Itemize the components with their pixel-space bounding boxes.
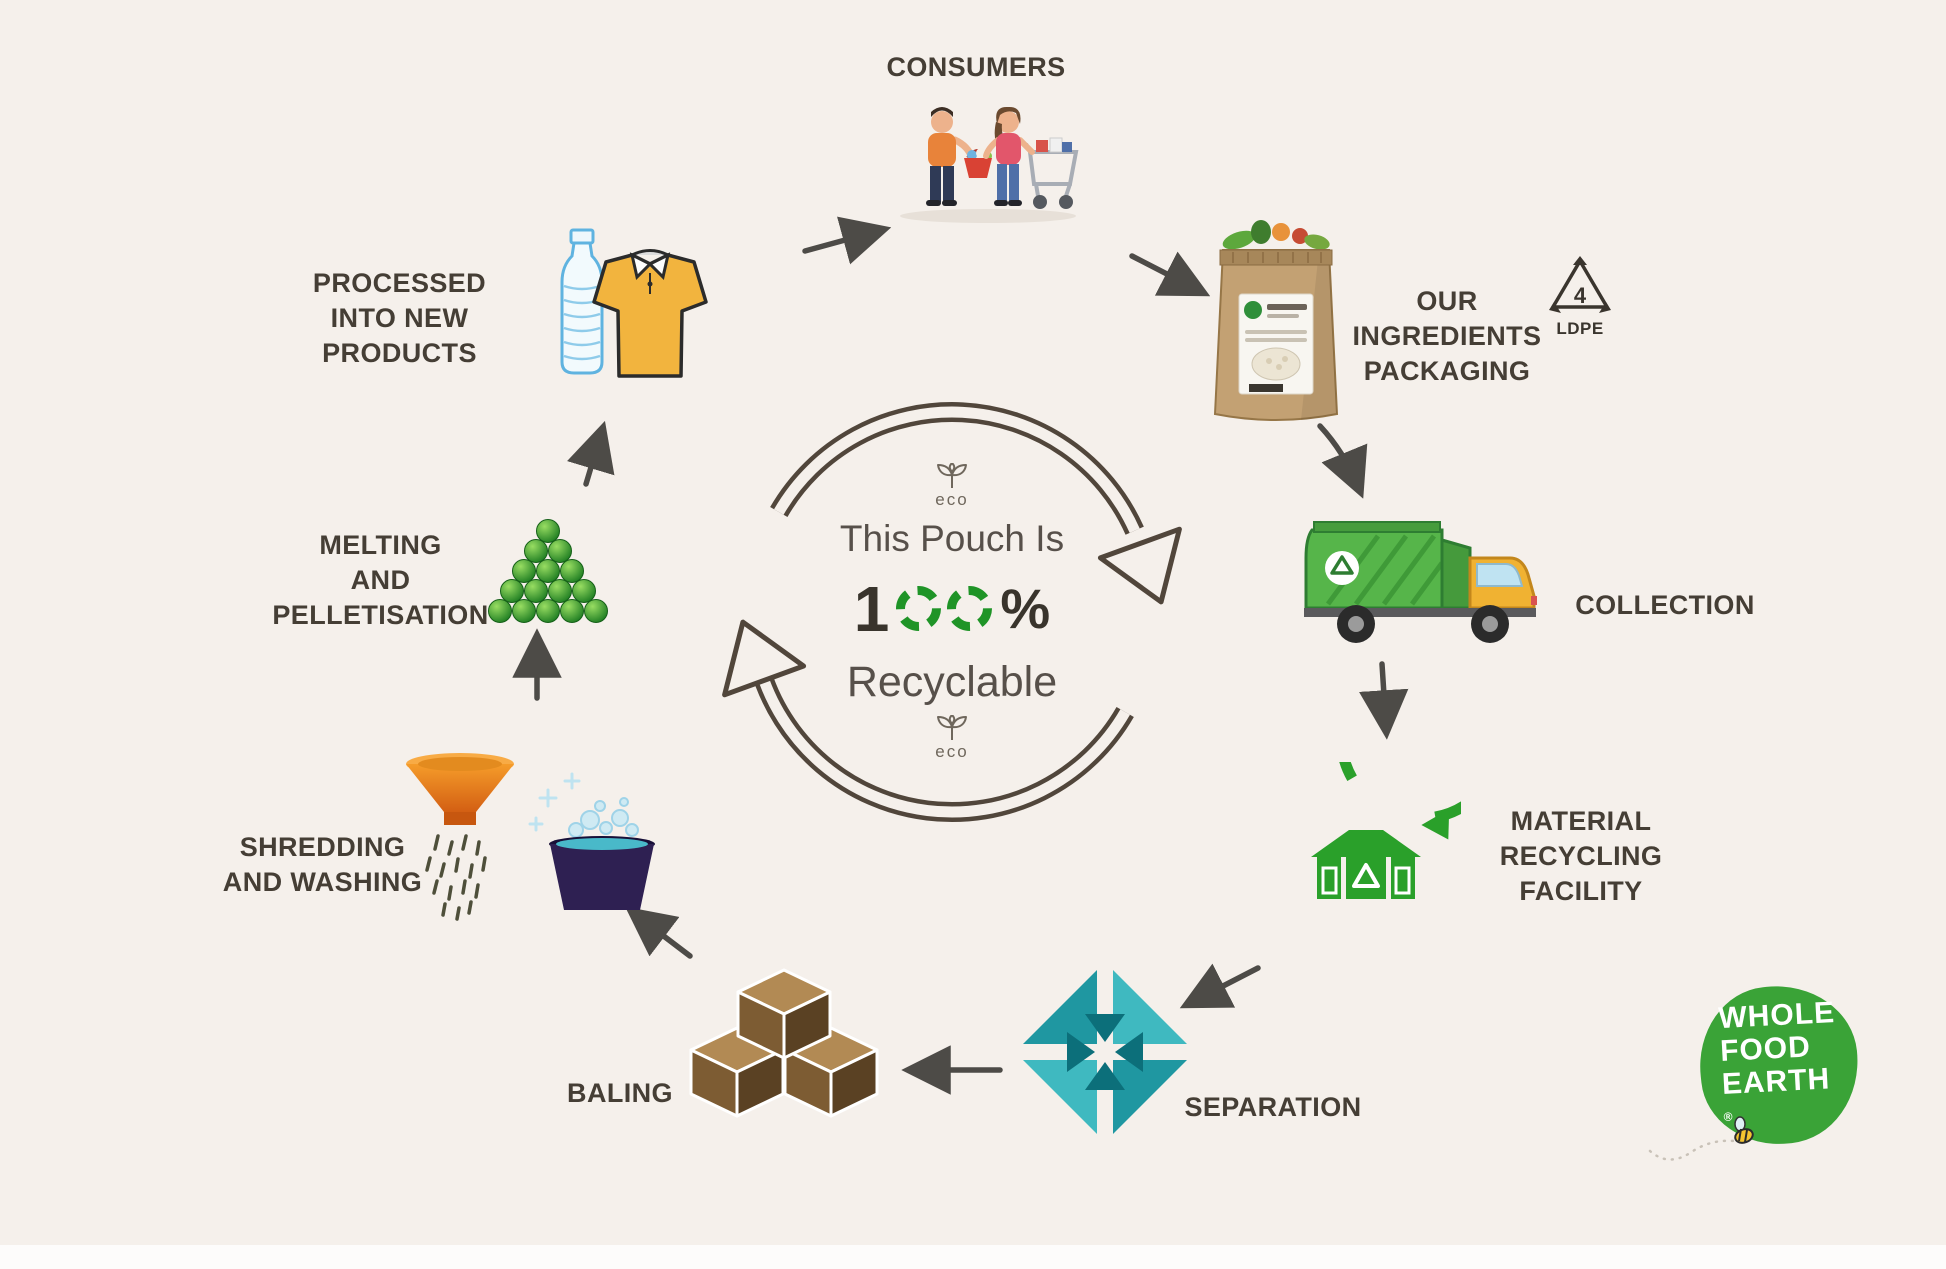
cycle-arrows-icon [722, 402, 1182, 823]
label-mrf: MATERIAL RECYCLING FACILITY [1499, 806, 1663, 906]
label-collection: COLLECTION [1575, 590, 1755, 620]
center-line1: This Pouch Is [839, 517, 1065, 559]
arrow-collection-to-mrf [1358, 661, 1409, 740]
label-melting: MELTING AND PELLETISATION [272, 530, 489, 630]
recycling-facility-icon [1311, 762, 1461, 899]
shredder-and-wash-icon [406, 753, 655, 921]
zero-recycle-ring-icon [896, 586, 942, 631]
pouch-icon [1213, 220, 1339, 421]
resin-code-label: LDPE [1556, 319, 1604, 338]
center-cycle: eco This Pouch Is 1 % Recyclable eco [692, 352, 1212, 872]
center-line2: Recyclable [846, 657, 1058, 706]
bottom-white-strip [0, 1245, 1946, 1269]
bales-icon [689, 968, 879, 1118]
garbage-truck-icon [1304, 521, 1537, 643]
eco-leaf-icon [937, 714, 967, 740]
resin-code-number: 4 [1573, 283, 1587, 308]
recycle-triangle-icon [1549, 256, 1611, 313]
label-products: PROCESSED INTO NEW PRODUCTS [312, 268, 487, 368]
eco-label: eco [935, 741, 969, 761]
center-message: eco This Pouch Is 1 % Recyclable eco [692, 352, 1212, 872]
shoppers-icon [900, 106, 1079, 223]
arrow-melting-to-products [567, 420, 615, 487]
percent-100: 1 % [854, 572, 1050, 646]
pellets-icon [488, 519, 608, 623]
arrow-products-to-consumers [802, 216, 892, 265]
label-baling: BALING [567, 1078, 673, 1108]
label-consumers: CONSUMERS [886, 52, 1066, 82]
eco-top: eco [935, 462, 969, 510]
arrow-packaging-to-collection [1317, 423, 1368, 499]
bottle-and-shirt-icon [560, 228, 708, 378]
arrow-consumers-to-packaging [1129, 251, 1211, 297]
label-shredding: SHREDDING AND WASHING [222, 832, 423, 897]
eco-bottom: eco [935, 714, 969, 762]
zero-recycle-ring-icon [947, 586, 993, 631]
label-packaging: OUR INGREDIENTS PACKAGING [1352, 286, 1542, 386]
label-separation: SEPARATION [1184, 1092, 1362, 1122]
digit-1: 1 [853, 572, 890, 645]
bee-icon [1648, 1116, 1754, 1161]
separation-arrows-icon [1005, 952, 1205, 1152]
ldpe-recycling-code: 4 LDPE [1544, 256, 1616, 339]
eco-label: eco [935, 489, 969, 509]
eco-leaf-icon [937, 462, 967, 488]
percent-sign: % [1000, 577, 1051, 640]
